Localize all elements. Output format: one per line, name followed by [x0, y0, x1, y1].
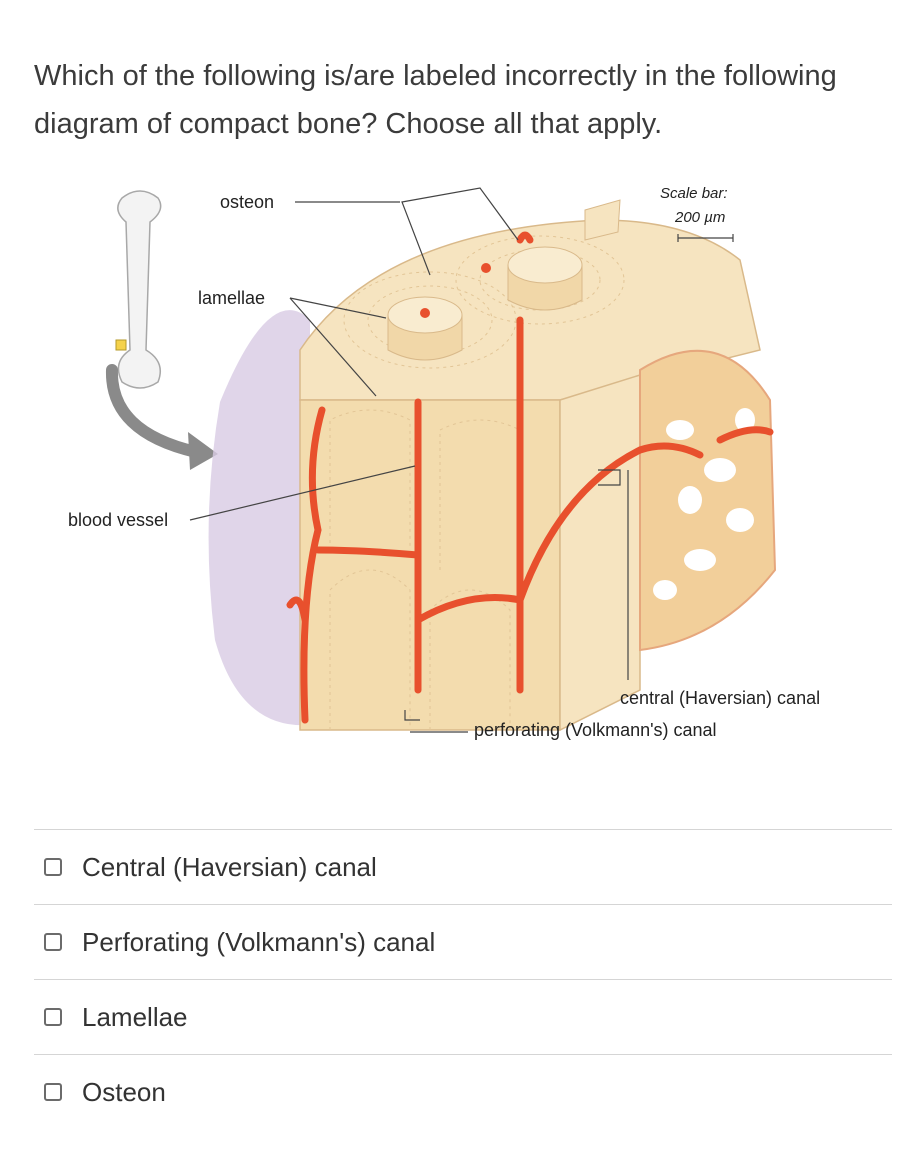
periosteum — [208, 310, 310, 726]
long-bone-icon — [115, 190, 162, 389]
label-blood-vessel: blood vessel — [68, 510, 168, 530]
checkbox[interactable] — [44, 933, 62, 951]
label-central-canal: central (Haversian) canal — [620, 688, 820, 708]
option-osteon[interactable]: Osteon — [34, 1054, 892, 1129]
option-perforating-canal[interactable]: Perforating (Volkmann's) canal — [34, 904, 892, 979]
label-osteon: osteon — [220, 192, 274, 212]
option-label: Osteon — [82, 1076, 166, 1107]
option-central-canal[interactable]: Central (Haversian) canal — [34, 829, 892, 904]
checkbox[interactable] — [44, 1008, 62, 1026]
compact-bone-block — [299, 199, 761, 732]
label-lamellae: lamellae — [198, 288, 265, 308]
option-label: Perforating (Volkmann's) canal — [82, 926, 436, 957]
checkbox[interactable] — [44, 1083, 62, 1101]
label-scale-bar-title: Scale bar: — [660, 185, 728, 202]
option-lamellae[interactable]: Lamellae — [34, 979, 892, 1054]
spongy-bone — [639, 349, 777, 652]
compact-bone-diagram: osteon lamellae blood vessel Scale bar: … — [0, 170, 920, 760]
central-canal-dot — [481, 263, 491, 273]
checkbox[interactable] — [44, 858, 62, 876]
label-perforating-canal: perforating (Volkmann's) canal — [474, 720, 717, 740]
label-scale-bar-value: 200 µm — [674, 209, 725, 226]
blood-vessels — [286, 231, 774, 724]
central-canal-dot — [420, 308, 430, 318]
diagram-svg: osteon lamellae blood vessel Scale bar: … — [68, 185, 820, 740]
curved-arrow-icon — [105, 364, 218, 470]
option-label: Lamellae — [82, 1001, 188, 1032]
leader-lines — [189, 187, 734, 733]
answer-options: Central (Haversian) canal Perforating (V… — [34, 829, 892, 1129]
question-text: Which of the following is/are labeled in… — [34, 60, 837, 140]
option-label: Central (Haversian) canal — [82, 851, 377, 882]
